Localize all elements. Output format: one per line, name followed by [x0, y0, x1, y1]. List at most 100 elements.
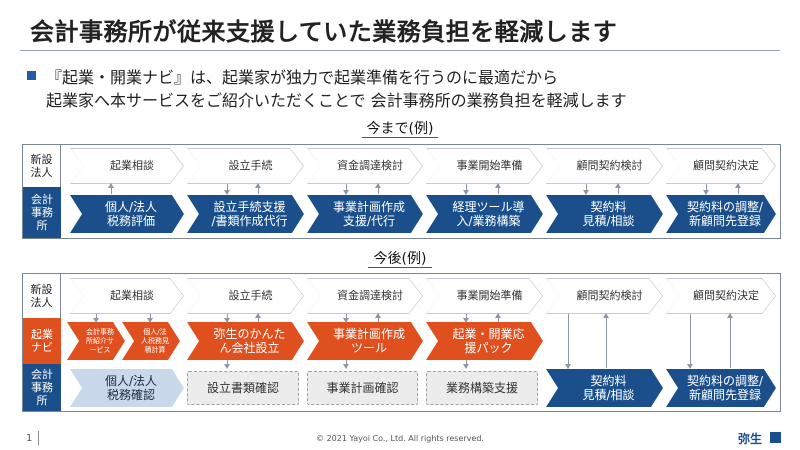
arrow-down-icon: [463, 318, 469, 323]
before-connector: [346, 184, 347, 194]
arrow-down-icon: [147, 318, 153, 323]
before-connector: [586, 184, 587, 194]
arrow-down-icon: [463, 190, 469, 195]
arrow-up-icon: [727, 313, 733, 318]
after-connector: [690, 314, 691, 368]
after-firm-task-fee-adjustment: 契約料の調整/ 新顧問先登録: [666, 369, 776, 407]
before-step-launch-prep: 事業開始準備: [426, 148, 543, 184]
after-navi-task-support-pack: 起業・開業応 援パック: [426, 322, 543, 360]
before-step-label: 起業相談: [110, 159, 154, 172]
after-step-consult: 起業相談: [70, 278, 184, 314]
footer-divider: [38, 431, 39, 445]
before-firm-task-tax-evaluation: 個人/法人 税務評価: [70, 195, 184, 233]
before-firm-task-label: 設立手続支援 /書類作成代行: [211, 200, 288, 228]
after-firm-task-docs-check: 設立書類確認: [187, 371, 299, 405]
bullet-line-2: 起業家へ本サービスをご紹介いただくことで 会計事務所の業務負担を軽減します: [46, 91, 627, 110]
before-firm-task-accounting-tools: 経理ツール導 入/業務構築: [426, 195, 543, 233]
after-firm-task-label: 個人/法人 税務確認: [104, 374, 158, 402]
after-navi-row-label: 起業 ナビ: [23, 318, 61, 364]
after-step-launch-prep: 事業開始準備: [426, 278, 543, 314]
title-divider: [20, 50, 780, 51]
bullet-square-icon: [27, 71, 36, 80]
before-firm-task-label: 事業計画作成 支援/代行: [332, 200, 405, 228]
after-navi-small-label: 個人/法 人税務見 積計算: [141, 327, 169, 354]
after-firm-task-ops-support: 業務構築支援: [426, 371, 538, 405]
before-connector: [618, 184, 619, 194]
after-connector: [498, 314, 499, 322]
arrow-down-icon: [224, 364, 230, 369]
after-navi-task-plan-tool: 事業計画作成 ツール: [307, 322, 423, 360]
before-founder-row-label: 新設 法人: [23, 145, 61, 187]
arrow-down-icon: [703, 190, 709, 195]
arrow-down-icon: [93, 318, 99, 323]
before-step-label: 顧問契約決定: [693, 159, 759, 172]
after-step-label: 起業相談: [110, 289, 154, 302]
after-navi-task-company-setup: 弥生のかんた ん会社設立: [187, 322, 304, 360]
before-firm-task-fee-adjustment: 契約料の調整/ 新顧問先登録: [666, 195, 776, 233]
before-step-consult: 起業相談: [70, 148, 184, 184]
arrow-up-icon: [108, 183, 114, 188]
before-label-underline: [362, 137, 438, 138]
yayoi-logo: 弥生: [738, 432, 763, 446]
after-connector: [378, 314, 379, 322]
copyright-text: © 2021 Yayoi Co., Ltd. All rights reserv…: [316, 434, 484, 443]
before-firm-task-business-plan: 事業計画作成 支援/代行: [307, 195, 423, 233]
arrow-up-icon: [255, 313, 261, 318]
before-firm-task-label: 契約料 見積/相談: [582, 200, 635, 228]
after-section-label: 今後(例): [373, 251, 427, 267]
arrow-down-icon: [343, 318, 349, 323]
before-connector: [498, 184, 499, 194]
after-navi-task-label: 弥生のかんた ん会社設立: [213, 327, 286, 355]
after-connector: [730, 314, 731, 368]
before-connector: [466, 184, 467, 194]
before-step-label: 事業開始準備: [456, 159, 523, 172]
after-firm-task-label: 業務構築支援: [445, 381, 518, 395]
before-connector: [111, 184, 112, 194]
before-section-label: 今まで(例): [366, 121, 434, 137]
after-navi-small-label: 会計事務 所紹介サ ービス: [86, 327, 114, 354]
after-firm-task-tax-check: 個人/法人 税務確認: [70, 369, 184, 407]
before-step-funding: 資金調達検討: [307, 148, 423, 184]
after-step-advisory-decision: 顧問契約決定: [666, 278, 776, 314]
after-step-label: 事業開始準備: [456, 289, 523, 302]
after-label-underline: [368, 267, 432, 268]
after-connector: [258, 314, 259, 322]
after-step-advisory-review: 顧問契約検討: [546, 278, 663, 314]
after-firm-task-fee-estimate: 契約料 見積/相談: [546, 369, 663, 407]
before-firm-task-label: 契約料の調整/ 新顧問先登録: [686, 200, 764, 228]
before-step-label: 設立手続: [228, 159, 273, 172]
arrow-up-icon: [495, 313, 501, 318]
before-firm-task-label: 経理ツール導 入/業務構築: [452, 200, 525, 228]
after-firm-task-label: 契約料 見積/相談: [582, 374, 635, 402]
before-step-advisory-review: 顧問契約検討: [546, 148, 663, 184]
after-step-label: 設立手続: [228, 289, 273, 302]
before-connector: [378, 184, 379, 194]
before-firm-row-label: 会計 事務 所: [23, 187, 61, 238]
arrow-up-icon: [255, 183, 261, 188]
arrow-up-icon: [375, 313, 381, 318]
before-firm-task-registration-support: 設立手続支援 /書類作成代行: [187, 195, 304, 233]
arrow-up-icon: [735, 183, 741, 188]
page-title: 会計事務所が従来支援していた業務負担を軽減します: [30, 18, 618, 46]
after-firm-task-plan-check: 事業計画確認: [307, 371, 418, 405]
after-firm-row-label: 会計 事務 所: [23, 364, 61, 411]
arrow-up-icon: [495, 183, 501, 188]
bullet-line-1: 『起業・開業ナビ』は、起業家が独力で起業準備を行うのに最適だから: [46, 68, 559, 87]
after-firm-task-label: 契約料の調整/ 新顧問先登録: [686, 374, 764, 402]
arrow-down-icon: [224, 318, 230, 323]
after-navi-task-label: 事業計画作成 ツール: [332, 327, 405, 355]
arrow-down-icon: [343, 190, 349, 195]
after-step-registration: 設立手続: [187, 278, 304, 314]
arrow-down-icon: [343, 364, 349, 369]
before-connector: [738, 184, 739, 194]
before-firm-task-fee-estimate: 契約料 見積/相談: [546, 195, 663, 233]
arrow-down-icon: [583, 190, 589, 195]
after-step-label: 顧問契約検討: [576, 289, 643, 302]
arrow-down-icon: [565, 364, 571, 369]
before-step-registration: 設立手続: [187, 148, 304, 184]
after-firm-task-label: 事業計画確認: [326, 381, 399, 395]
before-firm-task-label: 個人/法人 税務評価: [104, 200, 158, 228]
after-founder-row-label: 新設 法人: [23, 274, 61, 318]
arrow-down-icon: [224, 190, 230, 195]
before-step-label: 顧問契約検討: [576, 159, 643, 172]
